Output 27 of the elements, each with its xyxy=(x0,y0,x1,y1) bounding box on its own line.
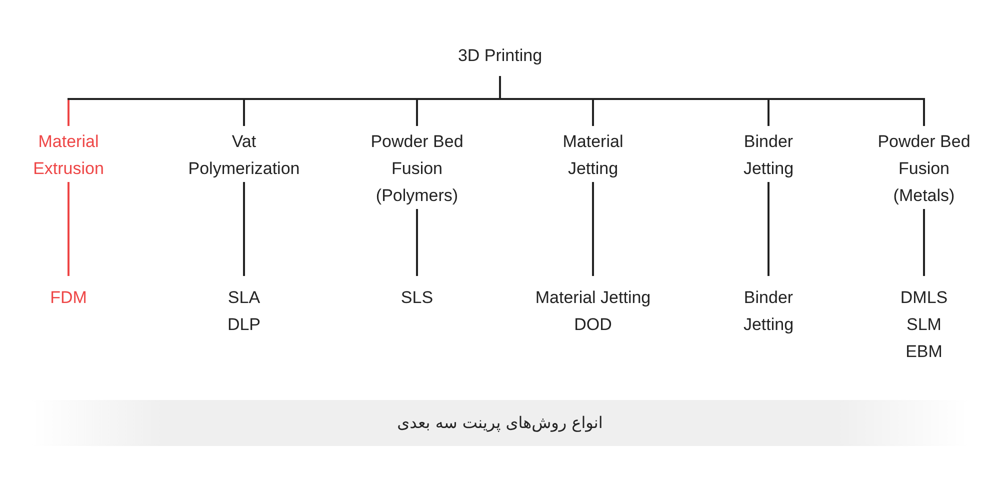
method-label: DLP xyxy=(227,314,261,336)
method-label: EBM xyxy=(906,341,942,363)
connector-line xyxy=(416,209,418,276)
method-label: DMLS xyxy=(900,287,948,309)
connector-line xyxy=(923,209,925,276)
category-label: Vat Polymerization xyxy=(187,131,301,180)
method-label: SLA xyxy=(228,287,260,309)
connector-line xyxy=(768,182,770,276)
connector-line xyxy=(243,182,245,276)
method-label: Material Jetting xyxy=(535,287,651,309)
caption: انواع روش‌های پرینت سه بعدی xyxy=(397,412,603,434)
method-label: DOD xyxy=(574,314,612,336)
connector-line xyxy=(768,99,770,126)
connector-line xyxy=(592,99,594,126)
category-label: Powder Bed Fusion (Metals) xyxy=(876,131,972,207)
root-label: 3D Printing xyxy=(458,45,542,67)
method-label: Binder Jetting xyxy=(742,287,795,336)
method-label: SLM xyxy=(906,314,942,336)
method-label: SLS xyxy=(400,287,434,309)
category-label: Powder Bed Fusion (Polymers) xyxy=(370,131,464,207)
connector-line xyxy=(592,182,594,276)
category-label: Binder Jetting xyxy=(742,131,795,180)
connector-line xyxy=(923,99,925,126)
category-label: Material Extrusion xyxy=(32,131,105,180)
method-label: FDM xyxy=(50,287,87,309)
category-label: Material Jetting xyxy=(562,131,624,180)
connector-line xyxy=(68,182,70,276)
